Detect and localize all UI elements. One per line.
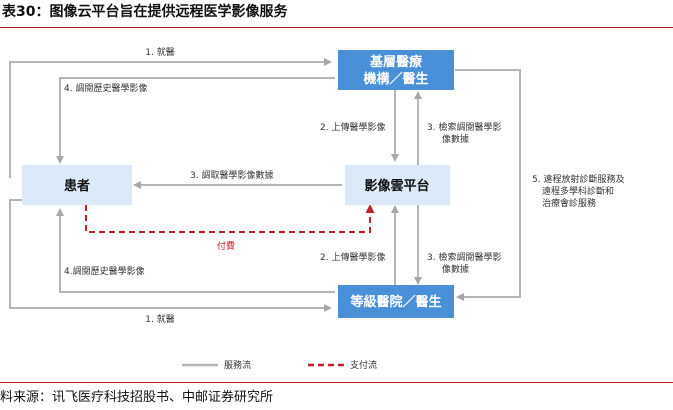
node-patient-label: 患者 — [64, 178, 90, 194]
edge-visit-bottom — [9, 199, 332, 312]
source-note: 料来源：讯飞医疗科技招股书、中邮证券研究所 — [0, 390, 274, 405]
label-remote-line1: 5. 遠程放射診斷服務及 — [532, 173, 624, 185]
edge-history-top — [56, 77, 335, 164]
node-hospital-bottom-label: 等級醫院／醫生 — [349, 294, 441, 310]
label-remote-line2: 遠程多學科診斷和 — [542, 185, 614, 197]
node-hospital-bottom: 等級醫院／醫生 — [338, 285, 454, 318]
label-history-top: 4. 調閱歷史醫學影像 — [64, 82, 147, 94]
label-retrieve-bottom-line2: 像數據 — [442, 263, 469, 275]
label-fetch-patient: 3. 調取醫學影像數據 — [190, 169, 273, 181]
label-retrieve-top-line2: 像數據 — [442, 133, 469, 145]
node-hospital-top: 基層醫療 機構／醫生 — [338, 50, 454, 90]
label-visit-top: 1. 就醫 — [145, 46, 174, 58]
node-cloud: 影像雲平台 — [345, 165, 450, 205]
footer-divider — [0, 382, 673, 383]
label-upload-bottom: 2. 上傳醫學影像 — [320, 251, 385, 263]
label-retrieve-top-line1: 3. 檢索調閱醫學影 — [427, 121, 501, 133]
edge-remote-service — [455, 69, 521, 301]
label-upload-top: 2. 上傳醫學影像 — [320, 121, 385, 133]
edge-visit-top — [9, 58, 332, 178]
legend-service-label: 服務流 — [224, 359, 251, 371]
label-visit-bottom: 1. 就醫 — [145, 313, 174, 325]
label-retrieve-bottom-line1: 3. 檢索調閱醫學影 — [427, 251, 501, 263]
page-title: 表30：图像云平台旨在提供远程医学影像服务 — [0, 0, 673, 28]
legend-payment-label: 支付流 — [350, 359, 377, 371]
edge-payment — [85, 204, 375, 233]
edge-history-bottom — [56, 208, 335, 293]
label-remote-line3: 治療會診服務 — [542, 197, 596, 209]
label-payment: 付費 — [217, 240, 235, 252]
node-hospital-top-line1: 基層醫療 — [369, 54, 423, 70]
node-patient: 患者 — [22, 165, 132, 205]
label-history-bottom: 4.調閱歷史醫學影像 — [64, 265, 145, 277]
node-hospital-top-line2: 機構／醫生 — [363, 71, 428, 87]
node-cloud-label: 影像雲平台 — [364, 178, 429, 194]
